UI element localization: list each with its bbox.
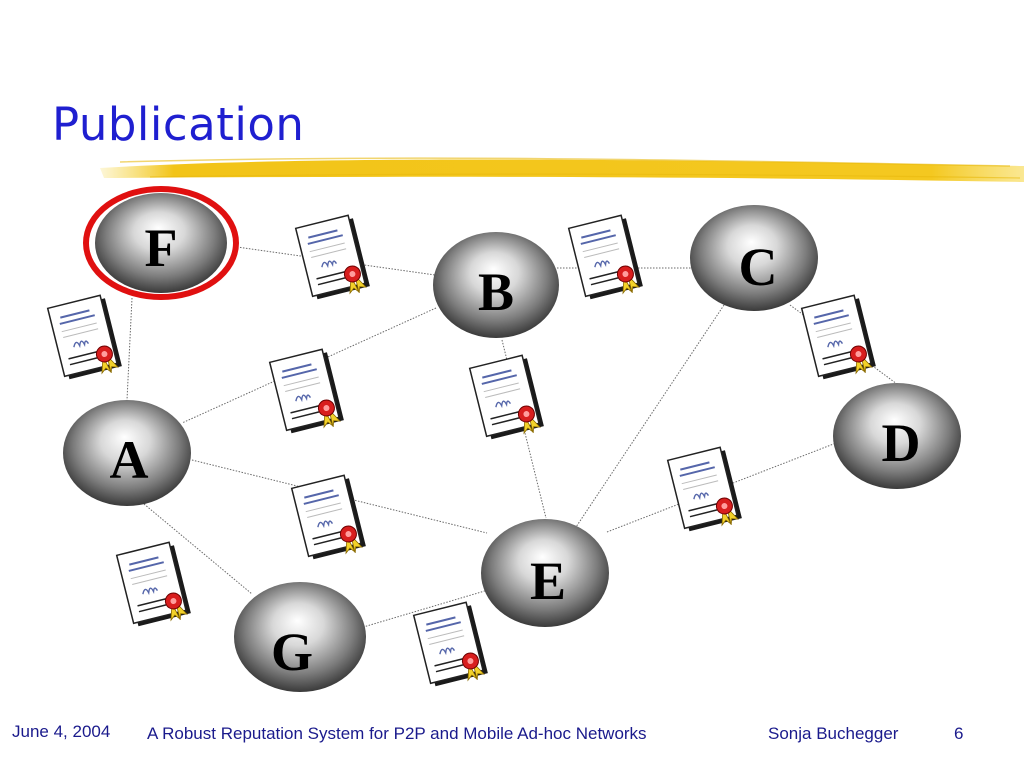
nodes: F B C D A E G	[63, 186, 961, 692]
edge-a-e	[191, 459, 488, 534]
certificate-icon	[115, 540, 193, 633]
node-a-label: A	[110, 430, 149, 490]
certificate-icon	[567, 213, 645, 306]
node-a: A	[63, 400, 191, 506]
slide-title: Publication	[52, 98, 305, 151]
edge-e-d	[606, 442, 837, 533]
footer-title: A Robust Reputation System for P2P and M…	[147, 724, 647, 743]
edge-c-e	[573, 304, 725, 531]
node-g: G	[234, 582, 366, 692]
node-f-label: F	[145, 218, 178, 278]
node-d-label: D	[882, 413, 921, 473]
certificate-icon	[290, 473, 368, 566]
node-d: D	[833, 383, 961, 489]
title-underline	[100, 157, 1024, 182]
certificate-icon	[412, 600, 490, 693]
footer-author: Sonja Buchegger	[768, 724, 899, 743]
certificate-icon	[268, 347, 346, 440]
certificate-icon	[46, 293, 124, 386]
node-b: B	[433, 232, 559, 338]
certificate-icon	[294, 213, 372, 306]
node-c: C	[690, 205, 818, 311]
certificate-icon	[468, 353, 546, 446]
node-e-label: E	[530, 551, 566, 611]
edge-f-a	[126, 297, 133, 401]
edge-a-g	[143, 503, 253, 595]
footer-page-number: 6	[954, 724, 964, 743]
node-f-highlight-ring	[83, 186, 239, 300]
footer-date: June 4, 2004	[12, 722, 111, 741]
node-f: F	[83, 186, 239, 300]
edge-g-e	[359, 589, 489, 629]
node-g-label: G	[271, 622, 313, 682]
node-c-label: C	[739, 237, 778, 297]
certificate-icon	[800, 293, 878, 386]
node-b-label: B	[478, 262, 514, 322]
certificate-icon	[666, 445, 744, 538]
node-e: E	[481, 519, 609, 627]
